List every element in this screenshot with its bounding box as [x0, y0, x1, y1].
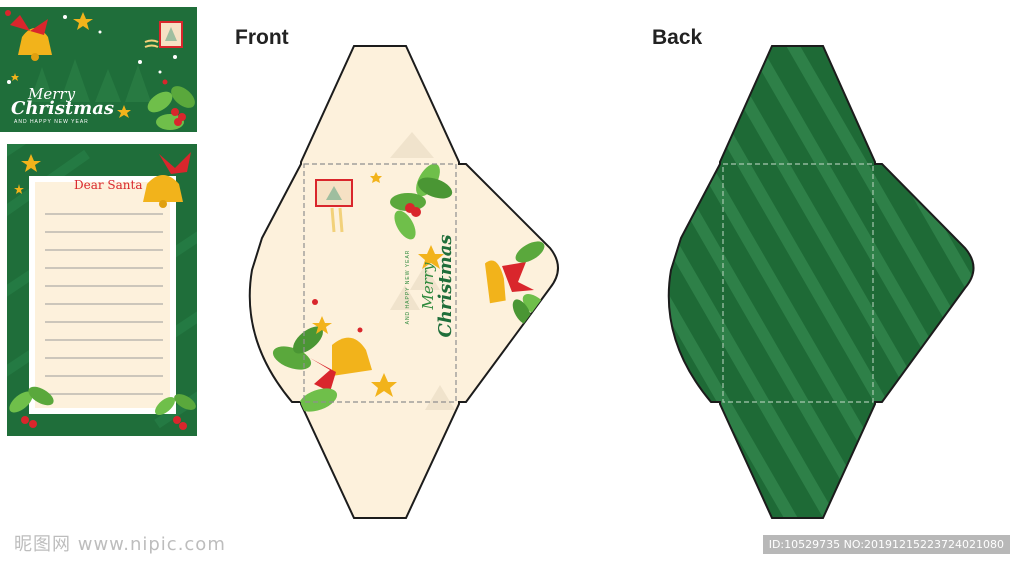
star-icon	[14, 184, 24, 194]
bell-icon	[272, 326, 372, 412]
star-icon	[11, 73, 19, 81]
watermark-right: ID:10529735 NO:20191215223724021080	[762, 535, 1010, 554]
holly-icon	[390, 163, 453, 240]
card-title-merry: Merry	[28, 85, 76, 103]
star-icon	[370, 172, 382, 183]
envelope-greeting-subline: AND HAPPY NEW YEAR	[405, 249, 411, 325]
envelope-front	[248, 45, 559, 519]
star-icon	[312, 316, 332, 334]
holly-icon	[9, 386, 196, 430]
envelope-greeting-merry: Merry	[419, 262, 437, 310]
star-icon	[117, 105, 131, 118]
star-icon	[21, 154, 41, 172]
front-label: Front	[235, 26, 289, 49]
santa-letter	[7, 144, 197, 436]
card-subtitle: AND HAPPY NEW YEAR	[14, 119, 89, 125]
back-label: Back	[652, 26, 703, 49]
card-title-christmas: Christmas	[11, 98, 115, 119]
star-icon	[371, 373, 397, 397]
christmas-card	[0, 7, 197, 132]
star-icon	[73, 12, 93, 30]
bell-icon	[143, 152, 191, 208]
envelope-greeting-christmas: Christmas	[435, 234, 456, 338]
letter-heading: Dear Santa	[74, 178, 143, 192]
bell-icon	[484, 241, 550, 325]
holly-icon	[147, 86, 195, 130]
watermark-left: 昵图网 www.nipic.com	[14, 534, 226, 555]
bell-icon	[10, 15, 52, 61]
star-icon	[418, 245, 444, 269]
envelope-back	[667, 45, 975, 519]
